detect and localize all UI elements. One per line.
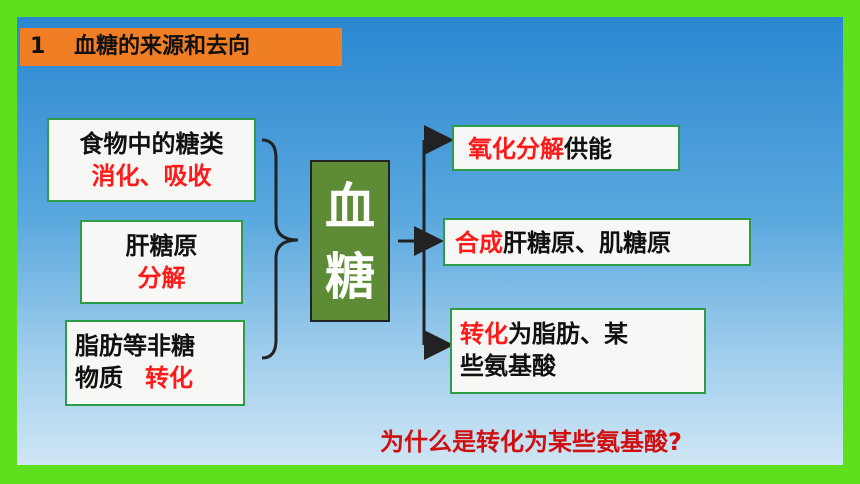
dest-conversion-text: 为脂肪、某 — [508, 320, 628, 348]
left-brace — [261, 138, 299, 360]
center-char-2: 糖 — [325, 248, 375, 306]
section-number: 1 — [30, 34, 46, 59]
dest-oxidation: 氧化分解供能 — [452, 125, 680, 171]
source-liver-process: 分解 — [137, 264, 186, 292]
dest-oxidation-text: 供能 — [564, 135, 612, 163]
source-non-sugar-label-2: 物质 — [75, 364, 123, 392]
dest-conversion: 转化为脂肪、某 些氨基酸 — [450, 308, 706, 394]
center-char-1: 血 — [325, 178, 375, 236]
source-food-process: 消化、吸收 — [91, 162, 212, 190]
dest-oxidation-highlight: 氧化分解 — [468, 135, 564, 163]
question-text: 为什么是转化为某些氨基酸? — [380, 428, 682, 456]
source-liver-glycogen: 肝糖原 分解 — [80, 220, 243, 304]
dest-synthesis-text: 肝糖原、肌糖原 — [503, 229, 671, 257]
blood-sugar-center: 血 糖 — [310, 160, 390, 322]
source-non-sugar-label: 脂肪等非糖 — [75, 332, 195, 360]
dest-synthesis-highlight: 合成 — [455, 229, 503, 257]
dest-glycogen-synthesis: 合成肝糖原、肌糖原 — [443, 218, 751, 266]
source-non-sugar-process: 转化 — [145, 364, 193, 392]
source-food-label: 食物中的糖类 — [79, 130, 224, 158]
source-food-carbs: 食物中的糖类 消化、吸收 — [47, 118, 256, 202]
dest-conversion-text-2: 些氨基酸 — [460, 352, 556, 380]
dest-conversion-highlight: 转化 — [460, 320, 508, 348]
source-liver-label: 肝糖原 — [125, 232, 198, 260]
section-title: 1 血糖的来源和去向 — [20, 28, 342, 66]
section-title-text: 血糖的来源和去向 — [74, 34, 251, 59]
source-non-sugar: 脂肪等非糖 物质转化 — [65, 320, 245, 406]
